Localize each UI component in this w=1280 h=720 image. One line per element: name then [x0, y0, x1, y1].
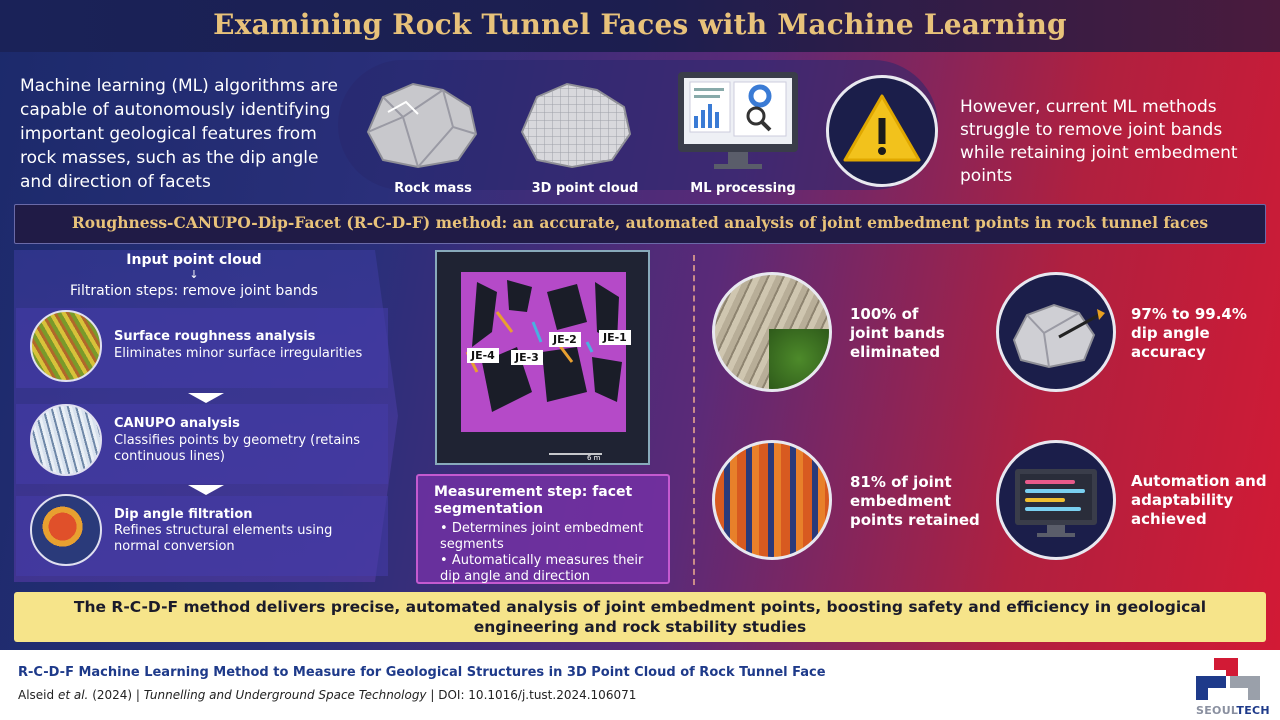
conclusion-banner — [14, 592, 1266, 642]
step-title: CANUPO analysis — [114, 416, 240, 431]
joint-label: JE-4 — [467, 348, 499, 363]
joint-label: JE-3 — [511, 350, 543, 365]
joint-bands-image — [712, 272, 832, 392]
roughness-image — [30, 310, 102, 382]
point-cloud-icon — [512, 72, 642, 172]
measurement-item: • Determines joint embedment segments — [440, 521, 644, 552]
step-desc: Classifies points by geometry (retains c… — [114, 433, 360, 464]
filtration-label: Filtration steps: remove joint bands — [70, 283, 318, 299]
automation-circle — [996, 440, 1116, 560]
warning-icon — [843, 94, 921, 162]
page-title: Examining Rock Tunnel Faces with Machine… — [213, 8, 1067, 41]
logo-wordmark: SEOULTECH — [1196, 704, 1270, 717]
chevron-down-icon — [188, 393, 224, 403]
step-desc: Refines structural elements using normal… — [114, 523, 333, 554]
measurement-item: • Automatically measures their dip angle… — [440, 553, 644, 584]
footer — [0, 650, 1280, 720]
scale-label: 6 m — [587, 454, 601, 462]
dashboard-icon — [1015, 469, 1097, 537]
segmentation-image: JE-1 JE-2 JE-3 JE-4 6 m — [435, 250, 650, 465]
conclusion-text: The R-C-D-F method delivers precise, aut… — [73, 598, 1207, 636]
measurement-box: Measurement step: facet segmentation • D… — [416, 474, 670, 584]
result-text: 81% of joint embedment points retained — [850, 473, 980, 529]
rock-mass-icon — [358, 72, 488, 172]
warning-text: However, current ML methods struggle to … — [960, 97, 1238, 186]
paper-title: R-C-D-F Machine Learning Method to Measu… — [18, 665, 826, 680]
retained-points-image — [712, 440, 832, 560]
chevron-down-icon — [188, 485, 224, 495]
measurement-title: Measurement step: facet segmentation — [434, 484, 633, 517]
intro-text: Machine learning (ML) algorithms are cap… — [20, 76, 338, 192]
result-text: Automation and adaptability achieved — [1131, 472, 1267, 528]
warning-circle — [826, 75, 938, 187]
monitor-icon — [676, 64, 800, 174]
step-title: Dip angle filtration — [114, 507, 253, 522]
caption-rock-mass: Rock mass — [394, 181, 472, 196]
caption-ml-processing: ML processing — [690, 181, 796, 196]
citation: Alseid et al. (2024) | Tunnelling and Un… — [18, 688, 637, 702]
result-text: 97% to 99.4% dip angle accuracy — [1131, 305, 1247, 361]
caption-point-cloud: 3D point cloud — [531, 181, 639, 196]
divider — [693, 255, 695, 585]
result-text: 100% of joint bands eliminated — [850, 305, 945, 361]
method-title: Roughness-CANUPO-Dip-Facet (R-C-D-F) met… — [71, 213, 1209, 232]
rock-arrow-icon — [1012, 303, 1105, 369]
title-band — [0, 0, 1280, 52]
seoultech-logo — [1190, 654, 1266, 716]
step-title: Surface roughness analysis — [114, 329, 316, 344]
joint-label: JE-1 — [599, 330, 631, 345]
method-banner — [14, 204, 1266, 244]
step-desc: Eliminates minor surface irregularities — [114, 346, 363, 361]
joint-label: JE-2 — [549, 332, 581, 347]
dip-angle-image — [30, 494, 102, 566]
input-point-cloud-label: Input point cloud — [126, 252, 262, 268]
dip-accuracy-circle — [996, 272, 1116, 392]
canupo-image — [30, 404, 102, 476]
down-arrow-icon: ↓ — [189, 268, 199, 281]
